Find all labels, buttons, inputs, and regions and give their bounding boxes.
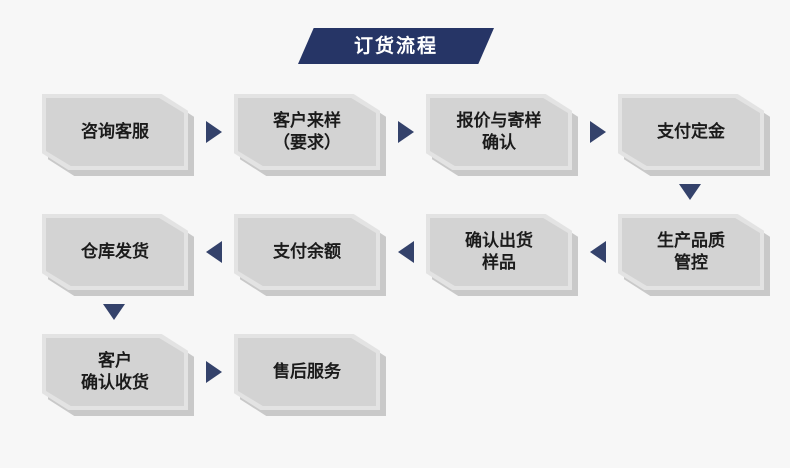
flow-node-n7[interactable]: 支付余额	[234, 214, 386, 296]
banner-shape: 订货流程	[298, 28, 494, 64]
flow-arrow-left	[398, 241, 414, 263]
flow-node-n9[interactable]: 客户确认收货	[42, 334, 194, 416]
flow-node-body: 支付定金	[622, 98, 760, 166]
flow-arrow-down	[679, 184, 701, 200]
flow-node-label: 确认收货	[81, 373, 149, 392]
flow-node-body: 售后服务	[238, 338, 376, 406]
flow-node-label: 仓库发货	[81, 241, 149, 261]
flow-node-body: 支付余额	[238, 218, 376, 286]
flow-node-n2[interactable]: 客户来样 （要求）	[234, 94, 386, 176]
flow-node-n4[interactable]: 支付定金	[618, 94, 770, 176]
flow-node-n6[interactable]: 确认出货样品	[426, 214, 578, 296]
flow-node-label: 样品	[482, 253, 516, 272]
flow-node-label: 客户	[98, 350, 132, 370]
flow-node-label: 确认出货	[465, 230, 533, 250]
flow-arrow-right	[206, 361, 222, 383]
flow-node-body: 仓库发货	[46, 218, 184, 286]
flow-node-label: 售后服务	[273, 361, 341, 381]
flow-node-body: 确认出货样品	[430, 218, 568, 286]
flow-node-label: 确认	[482, 133, 516, 152]
flow-node-body: 客户确认收货	[46, 338, 184, 406]
flow-node-n1[interactable]: 咨询客服	[42, 94, 194, 176]
flow-node-label: 咨询客服	[81, 121, 149, 141]
flow-arrow-right	[590, 121, 606, 143]
flow-node-body: 客户来样 （要求）	[238, 98, 376, 166]
flow-node-body: 生产品质管控	[622, 218, 760, 286]
flow-node-n8[interactable]: 仓库发货	[42, 214, 194, 296]
flow-node-label: 生产品质	[657, 230, 725, 250]
flow-node-body: 咨询客服	[46, 98, 184, 166]
flow-arrow-right	[398, 121, 414, 143]
flow-arrow-right	[206, 121, 222, 143]
flow-node-label: （要求）	[273, 133, 341, 152]
flow-arrow-down	[103, 304, 125, 320]
flow-arrow-left	[206, 241, 222, 263]
flow-node-label: 客户来样	[273, 110, 341, 130]
flow-node-label: 支付定金	[657, 121, 725, 141]
flowchart-title-banner: 订货流程	[298, 28, 494, 64]
flow-node-body: 报价与寄样确认	[430, 98, 568, 166]
flow-node-n3[interactable]: 报价与寄样确认	[426, 94, 578, 176]
flow-node-n5[interactable]: 生产品质管控	[618, 214, 770, 296]
flow-node-n10[interactable]: 售后服务	[234, 334, 386, 416]
flow-node-label: 支付余额	[273, 241, 341, 261]
flow-node-label: 管控	[674, 253, 708, 272]
flow-node-label: 报价与寄样	[456, 110, 542, 130]
flow-arrow-left	[590, 241, 606, 263]
page-title: 订货流程	[353, 35, 438, 57]
